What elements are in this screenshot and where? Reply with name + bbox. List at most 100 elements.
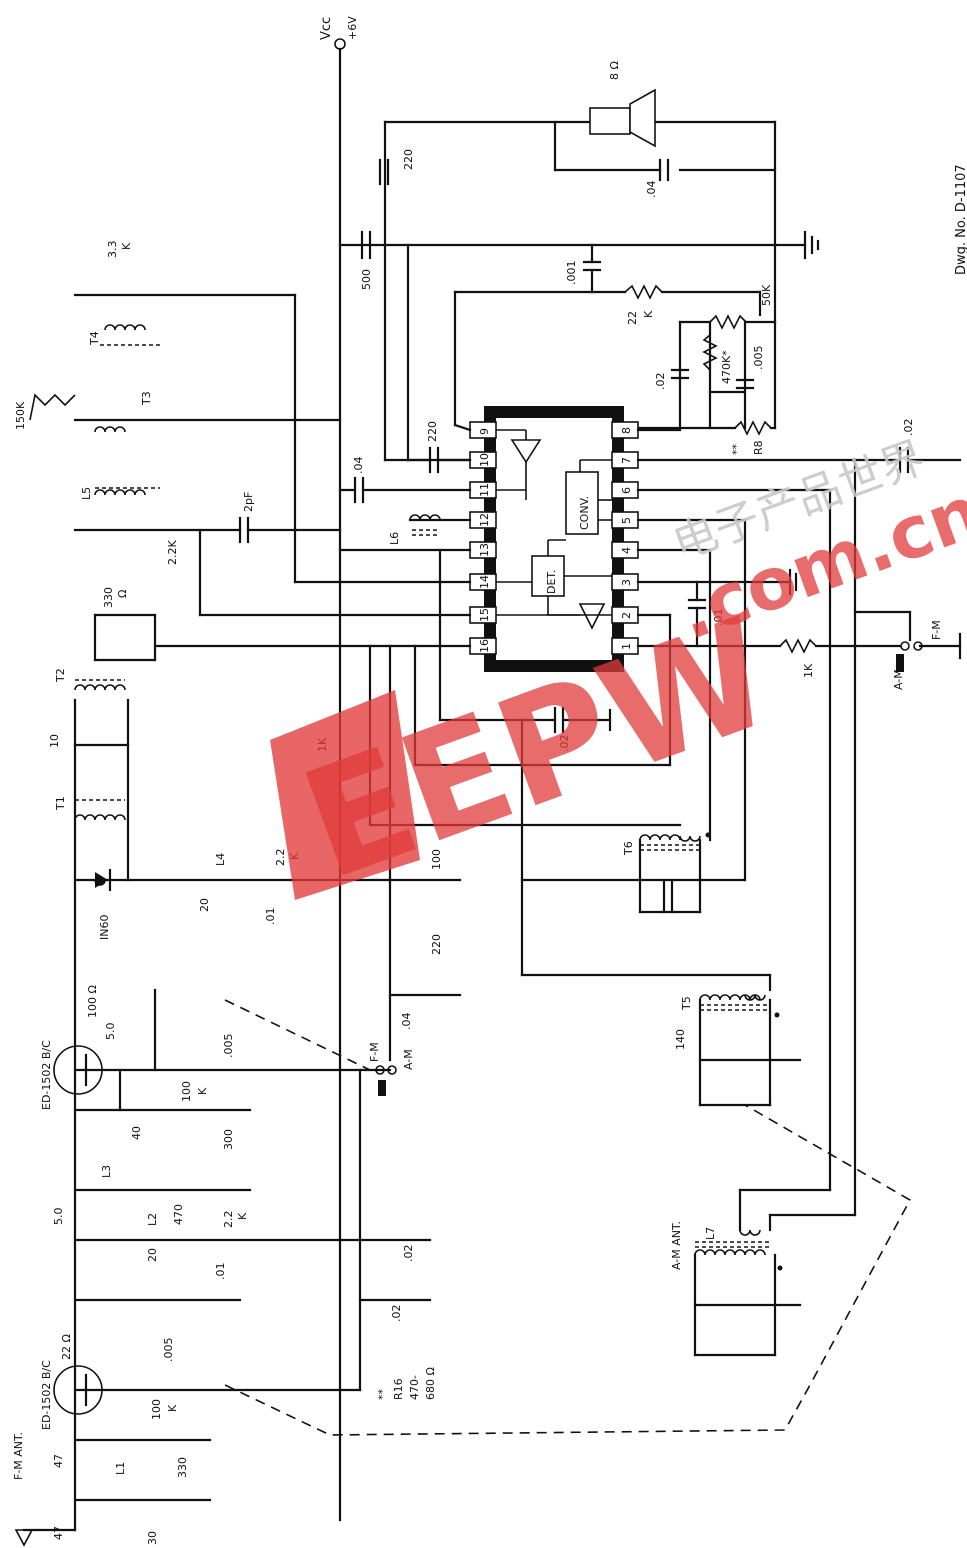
transistor-q2-icon: [53, 1365, 103, 1415]
t2-label: T2: [54, 668, 67, 683]
pin-9: 9: [478, 428, 491, 435]
speaker-label: 8 Ω: [608, 61, 621, 80]
r330b-label: 330: [102, 587, 115, 608]
transistor-q1-icon: [53, 1045, 103, 1095]
c005b-label: .005: [222, 1034, 235, 1059]
pin-14: 14: [478, 575, 491, 589]
r470-label: 470: [172, 1204, 185, 1225]
rf-coils: [29, 324, 160, 886]
r150k-label: 150K: [14, 401, 27, 430]
pin-16: 16: [478, 639, 491, 653]
c20b-label: 20: [146, 1248, 159, 1262]
c04b-label: .04: [352, 457, 365, 475]
r16-value2: 680 Ω: [424, 1367, 437, 1400]
c220c-label: 220: [430, 934, 443, 955]
output-section: [338, 120, 820, 462]
r100-label: 100 Ω: [86, 985, 99, 1018]
t5-label: T5: [680, 996, 693, 1011]
r22o-label: 22 Ω: [60, 1334, 73, 1360]
t6-label: T6: [622, 841, 635, 856]
drawing-number: Dwg. No. D-1107: [954, 164, 967, 275]
pin-10: 10: [478, 453, 491, 467]
band-switch-left[interactable]: [375, 1065, 397, 1096]
c300-label: 300: [222, 1129, 235, 1150]
am-antenna-l7: [693, 1188, 857, 1357]
c02a-label: .02: [654, 373, 667, 391]
r33k-label: 3.3: [106, 241, 119, 259]
switch-am-label: A-M: [892, 669, 905, 690]
switch-am2-label: A-M: [402, 1049, 415, 1070]
pin-7: 7: [620, 457, 633, 464]
l3-label: L3: [100, 1165, 113, 1178]
pin-2: 2: [620, 612, 633, 619]
r22k2-label: 2.2K: [166, 540, 179, 565]
r100k-unit: K: [196, 1087, 209, 1095]
c02e-label: .02: [390, 1305, 403, 1323]
r22k-label: 22: [626, 311, 639, 325]
l2-label: L2: [146, 1213, 159, 1226]
r33k-unit: K: [120, 242, 133, 250]
c001-label: .001: [565, 261, 578, 286]
r1ka-label: 1K: [802, 663, 815, 678]
r100kb-label: 100: [150, 1399, 163, 1420]
det-block-label: DET.: [545, 570, 558, 594]
diode-icon: [95, 872, 108, 888]
pin-11: 11: [478, 483, 491, 497]
r8-mark: **: [730, 444, 743, 456]
c100-label: 100: [430, 849, 443, 870]
switch-fm-label: F-M: [930, 620, 943, 640]
c005a-label: .005: [752, 346, 765, 371]
r50k-label: 50K: [760, 284, 773, 306]
ic-chip: [484, 406, 624, 672]
pin-4: 4: [620, 547, 633, 554]
c01c-label: .01: [214, 1263, 227, 1281]
pin-13: 13: [478, 543, 491, 557]
q1-label: ED-1502 B/C: [40, 1040, 53, 1110]
t4-label: T4: [88, 331, 101, 346]
pin-6: 6: [620, 487, 633, 494]
r16-mark: **: [376, 1389, 389, 1401]
c47a-label: 47: [52, 1454, 65, 1468]
c01a-label: .01: [712, 609, 725, 627]
c30-label: 30: [146, 1531, 159, 1545]
conv-block-label: CONV.: [578, 496, 591, 530]
pin-15: 15: [478, 608, 491, 622]
ic-internals: [496, 429, 612, 630]
l4-label: L4: [214, 853, 227, 866]
l1-label: L1: [114, 1462, 127, 1475]
c02d-label: .02: [402, 1245, 415, 1263]
vcc-voltage: +6V: [346, 16, 359, 40]
pin-3: 3: [620, 579, 633, 586]
q2-label: ED-1502 B/C: [40, 1360, 53, 1430]
t3-label: T3: [140, 391, 153, 406]
c40-label: 40: [130, 1126, 143, 1140]
c04a-label: .04: [645, 181, 658, 199]
r100k-label: 100: [180, 1081, 193, 1102]
r100kb-unit: K: [166, 1404, 179, 1412]
ic-right-pins: [611, 421, 639, 655]
c50b-label: 5.0: [52, 1208, 65, 1226]
r470k-label: 470K*: [720, 350, 733, 384]
c20a-label: 20: [198, 898, 211, 912]
c220a-label: 220: [402, 149, 415, 170]
fm-antenna-icon: [14, 1529, 34, 1547]
c47b-label: 47: [52, 1526, 65, 1540]
t6-transformer: [520, 832, 747, 914]
r22b-label: 2.2: [222, 1211, 235, 1229]
rf-section-wires: [73, 293, 462, 1532]
pin-5: 5: [620, 517, 633, 524]
r22-label: 2.2: [274, 849, 287, 867]
switch-fm2-label: F-M: [368, 1042, 381, 1062]
t1-label: T1: [54, 796, 67, 811]
l5-label: L5: [80, 487, 93, 500]
vcc-label: Vcc: [319, 17, 334, 40]
c2pf-label: 2pF: [242, 492, 255, 512]
band-switch-right[interactable]: [896, 641, 923, 672]
c140-label: 140: [674, 1029, 687, 1050]
r16-value: 470-: [408, 1375, 421, 1400]
am-ant-label: A-M ANT.: [670, 1221, 683, 1270]
speaker-icon: [589, 88, 656, 148]
c50a-label: 5.0: [104, 1023, 117, 1041]
ic-pin-wiring: [153, 243, 962, 1217]
